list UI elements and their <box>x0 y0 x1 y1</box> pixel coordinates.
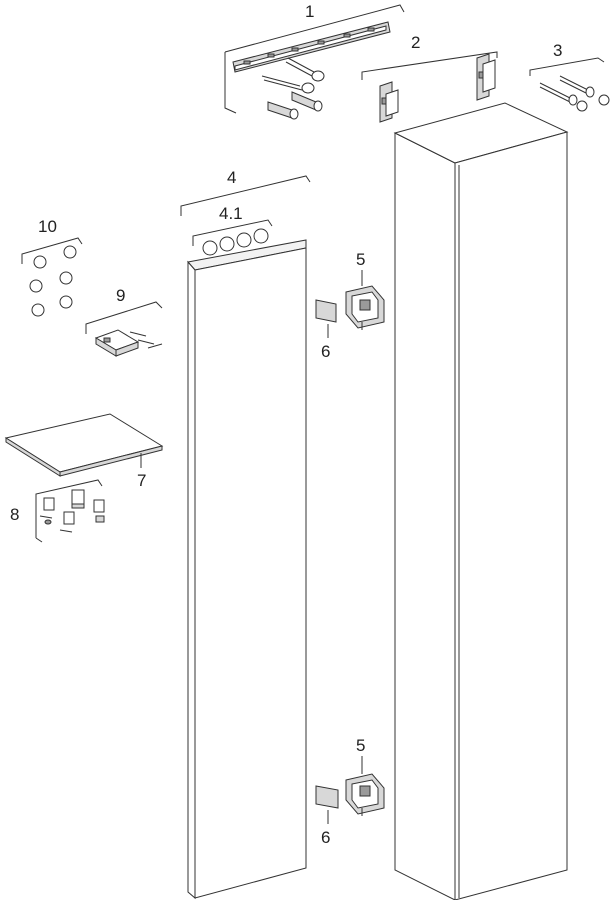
label-part-5-bottom: 5 <box>356 736 365 755</box>
shelf-support-icon <box>71 489 85 509</box>
wall-rail-set <box>224 4 405 120</box>
label-part-4-1: 4.1 <box>219 204 243 223</box>
wall-plug-icon <box>267 101 299 120</box>
bumper-icon <box>219 236 235 252</box>
label-part-3: 3 <box>553 41 562 60</box>
label-part-8: 8 <box>10 505 19 524</box>
buffer-icon <box>29 279 43 293</box>
cabinet-body <box>393 102 569 900</box>
buffer-icon <box>59 271 73 285</box>
buffer-icon <box>63 245 77 259</box>
hinge-plate-top <box>315 299 337 323</box>
bumper-set <box>202 228 269 256</box>
hinge-top <box>345 285 385 330</box>
door-panel <box>187 239 307 900</box>
shelf-support-icon <box>39 497 55 525</box>
screw-icon <box>261 75 315 94</box>
screw-cap-set <box>529 57 610 112</box>
magnetic-catch <box>94 329 140 357</box>
bracket-icon <box>476 53 496 101</box>
screw-icon <box>129 331 163 349</box>
shelf-support-icon <box>93 499 105 523</box>
bumper-icon <box>253 228 269 244</box>
label-part-1: 1 <box>305 2 314 21</box>
wall-plug-icon <box>291 91 323 112</box>
buffer-icon <box>33 255 47 269</box>
bumper-icon <box>236 232 252 248</box>
label-part-6-top: 6 <box>321 342 330 361</box>
bracket-line-part-4 <box>180 175 311 216</box>
cap-icon <box>576 100 588 112</box>
shelf-support-set <box>39 489 105 533</box>
bracket-line-part-8 <box>35 479 103 538</box>
bracket-line-part-10 <box>21 237 83 264</box>
buffer-icon <box>59 295 73 309</box>
cap-icon <box>598 94 610 106</box>
bumper-icon <box>202 240 218 256</box>
label-part-10: 10 <box>38 217 57 236</box>
label-part-4: 4 <box>227 168 236 187</box>
label-part-2: 2 <box>411 33 420 52</box>
bracket-line-part-8 <box>35 537 43 543</box>
shelf-support-icon <box>59 511 75 533</box>
hinge-bottom <box>345 773 385 816</box>
label-part-6-bottom: 6 <box>321 828 330 847</box>
label-part-7: 7 <box>137 471 146 490</box>
buffer-set <box>29 245 77 317</box>
screw-icon <box>285 57 325 82</box>
bracket-line-part-9 <box>85 301 163 334</box>
glass-shelf <box>4 413 164 477</box>
hinge-plate-bottom <box>315 785 339 809</box>
bracket-icon <box>379 81 399 123</box>
label-part-5-top: 5 <box>356 250 365 269</box>
suspension-bracket-set <box>361 51 498 123</box>
bracket-line-part-4-1 <box>192 219 273 246</box>
label-part-9: 9 <box>116 286 125 305</box>
buffer-icon <box>31 303 45 317</box>
